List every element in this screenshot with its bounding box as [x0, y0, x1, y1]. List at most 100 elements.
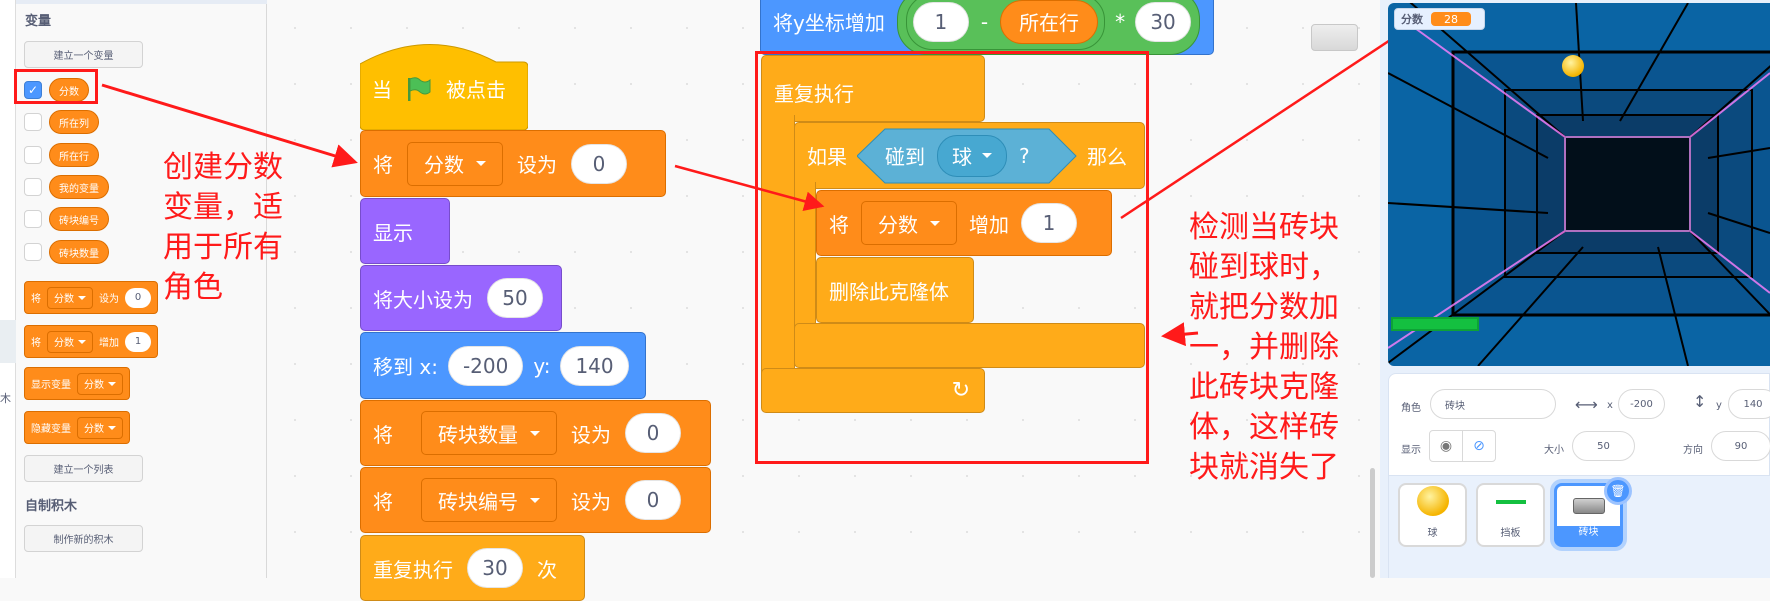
checkbox[interactable] [24, 113, 42, 131]
loop-arrow-icon: ↻ [761, 368, 985, 413]
ball-thumbnail [1416, 486, 1449, 516]
delete-clone-block[interactable]: 删除此克隆体 [816, 257, 974, 323]
value-input[interactable]: 1 [1021, 203, 1077, 243]
direction-label: 方向 [1683, 445, 1703, 456]
x-input[interactable]: -200 [447, 345, 524, 386]
forever-block[interactable]: 重复执行 ↻ [761, 55, 985, 413]
variable-row[interactable]: 所在行 [24, 143, 99, 167]
variable-pill[interactable]: 所在行 [49, 143, 99, 167]
variable-row[interactable]: 我的变量 [24, 175, 109, 199]
palette-change-variable-block[interactable]: 将 分数 增加 1 [24, 325, 158, 358]
make-block-button[interactable]: 制作新的积木 [24, 525, 143, 552]
block-label: 次 [537, 557, 557, 582]
variable-row[interactable]: ✓分数 [24, 78, 89, 102]
set-brick-count-block[interactable]: 将 砖块数量 设为 0 [360, 400, 711, 466]
change-y-block[interactable]: 将y坐标增加 1 - 所在行 * 30 [760, 0, 1214, 55]
sprite-tile-paddle[interactable]: 挡板 [1476, 483, 1545, 547]
variable-pill[interactable]: 我的变量 [49, 175, 109, 199]
variable-pill[interactable]: 所在列 [49, 110, 99, 134]
variable-dropdown[interactable]: 分数 [77, 372, 123, 395]
variable-dropdown[interactable]: 分数 [47, 330, 93, 353]
stage[interactable]: 分数 28 [1388, 3, 1770, 366]
y-input[interactable]: 140 [560, 345, 629, 386]
value-input[interactable]: 0 [125, 287, 151, 308]
dropdown-value: 分数 [84, 424, 104, 435]
variable-dropdown[interactable]: 砖块编号 [421, 478, 557, 522]
caret-down-icon [78, 295, 86, 300]
sprite-name: 球 [1427, 528, 1438, 539]
set-brick-id-block[interactable]: 将 砖块编号 设为 0 [360, 467, 711, 533]
dropdown-value: 分数 [84, 380, 104, 391]
green-flag-icon [408, 76, 431, 101]
caret-down-icon [78, 339, 86, 344]
checkbox[interactable] [24, 178, 42, 196]
variable-dropdown[interactable]: 分数 [77, 416, 123, 439]
variable-row[interactable]: 砖块数量 [24, 240, 109, 264]
block-label: 当 [372, 78, 392, 102]
forever-label: 重复执行 [761, 55, 985, 122]
y-input[interactable]: 140 [1728, 389, 1770, 419]
value-input[interactable]: 1 [125, 331, 151, 352]
variable-reporter[interactable]: 所在行 [1000, 0, 1099, 44]
workspace-button[interactable] [1311, 24, 1358, 51]
set-score-block[interactable]: 将 分数 设为 0 [360, 130, 666, 197]
dropdown-value: 砖块数量 [438, 422, 518, 447]
checkbox[interactable] [24, 210, 42, 228]
palette-set-variable-block[interactable]: 将 分数 设为 0 [24, 281, 158, 314]
variable-dropdown[interactable]: 砖块数量 [421, 411, 557, 455]
eye-icon[interactable]: ◉ [1430, 431, 1463, 461]
if-block[interactable]: 如果 碰到 球 ? 那么 [794, 122, 1145, 368]
repeat-block[interactable]: 重复执行 30 次 [360, 535, 585, 601]
paddle-sprite[interactable] [1391, 317, 1479, 331]
make-list-button[interactable]: 建立一个列表 [24, 455, 143, 482]
show-block[interactable]: 显示 [360, 198, 450, 264]
delete-sprite-trash-icon[interactable]: 🗑 [1604, 477, 1632, 505]
block-label: ? [1019, 143, 1030, 168]
set-size-block[interactable]: 将大小设为 50 [360, 265, 562, 331]
change-score-block[interactable]: 将 分数 增加 1 [816, 190, 1112, 256]
ball-sprite[interactable] [1562, 55, 1584, 77]
touching-condition[interactable]: 碰到 球 ? [857, 128, 1077, 184]
dropdown-value: 球 [952, 145, 972, 169]
section-title-my-blocks: 自制积木 [25, 499, 78, 514]
category-selected[interactable] [0, 320, 16, 363]
palette-hide-variable-block[interactable]: 隐藏变量 分数 [24, 411, 130, 444]
sprite-name-input[interactable]: 砖块 [1430, 389, 1556, 419]
scrollbar[interactable] [1370, 468, 1375, 578]
caret-down-icon [476, 161, 486, 166]
repeat-count-input[interactable]: 30 [467, 548, 523, 588]
value-input[interactable]: 0 [625, 413, 681, 453]
score-monitor[interactable]: 分数 28 [1394, 8, 1485, 30]
size-label: 大小 [1544, 445, 1564, 456]
variable-row[interactable]: 砖块编号 [24, 207, 109, 231]
variable-pill[interactable]: 砖块数量 [49, 240, 109, 264]
direction-input[interactable]: 90 [1711, 431, 1770, 461]
dropdown-value: 分数 [54, 294, 74, 305]
variable-dropdown[interactable]: 分数 [861, 201, 957, 245]
checkbox[interactable] [24, 243, 42, 261]
palette-show-variable-block[interactable]: 显示变量 分数 [24, 367, 130, 400]
value-input[interactable]: 0 [625, 480, 681, 520]
eye-hidden-icon[interactable]: ⊘ [1473, 438, 1485, 454]
size-input[interactable]: 50 [1572, 431, 1635, 461]
x-label: x [1607, 400, 1613, 411]
value-input[interactable]: 30 [1135, 1, 1192, 42]
subtract-operator[interactable]: 1 - 所在行 [905, 0, 1106, 50]
multiply-operator[interactable]: 1 - 所在行 * 30 [896, 0, 1201, 55]
size-input[interactable]: 50 [487, 278, 543, 318]
variable-dropdown[interactable]: 分数 [407, 141, 503, 186]
sprite-tile-ball[interactable]: 球 [1398, 483, 1467, 547]
checkbox-checked[interactable]: ✓ [24, 81, 42, 99]
touch-target-dropdown[interactable]: 球 [937, 134, 1007, 177]
when-flag-clicked-block[interactable]: 当 被点击 [360, 40, 528, 130]
variable-row[interactable]: 所在列 [24, 110, 99, 134]
value-input[interactable]: 0 [571, 143, 627, 184]
make-variable-button[interactable]: 建立一个变量 [24, 41, 143, 68]
x-input[interactable]: -200 [1618, 389, 1665, 419]
block-label: 将 [373, 422, 393, 447]
checkbox[interactable] [24, 146, 42, 164]
value-input[interactable]: 1 [912, 1, 969, 42]
variable-pill[interactable]: 砖块编号 [49, 207, 109, 231]
goto-xy-block[interactable]: 移到 x: -200 y: 140 [360, 332, 646, 399]
variable-dropdown[interactable]: 分数 [47, 286, 93, 309]
